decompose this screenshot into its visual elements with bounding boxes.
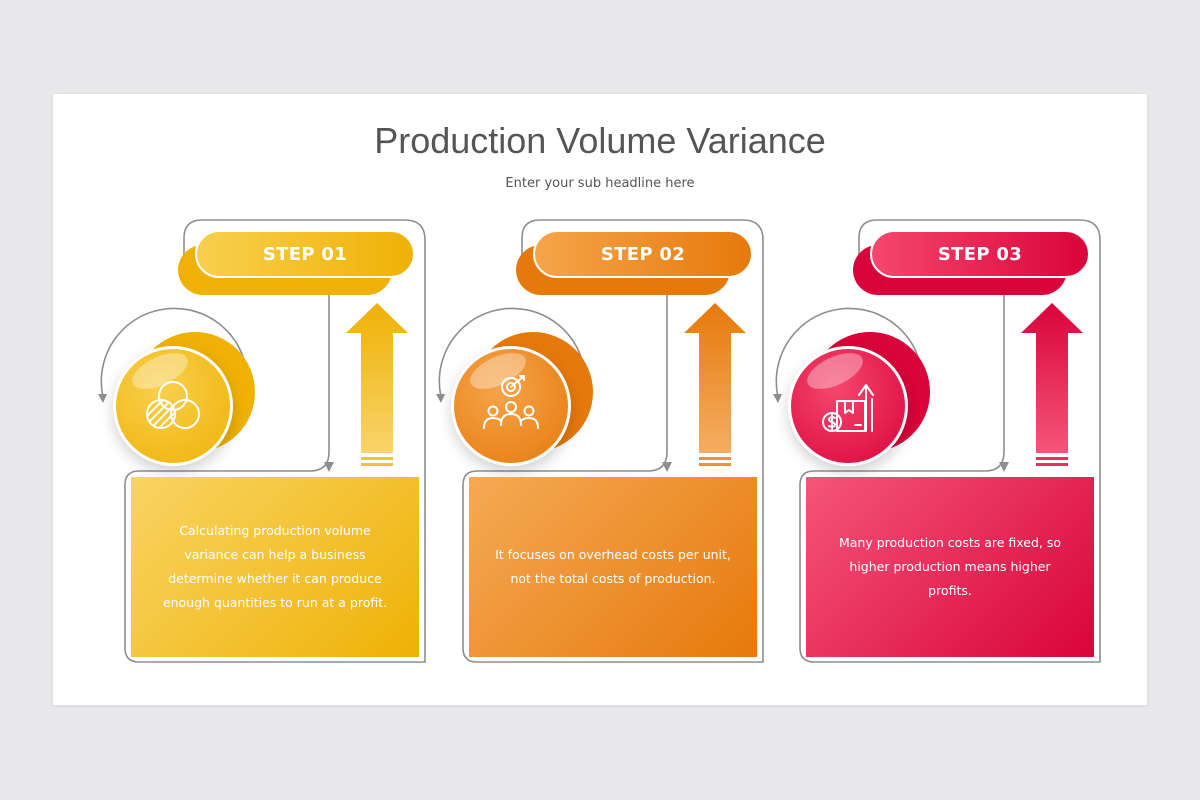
step-2-label: STEP 02 xyxy=(533,230,753,278)
step-3-icon-circle xyxy=(788,346,908,466)
step-3-up-arrow xyxy=(1021,303,1083,466)
venn-diagram-icon xyxy=(146,381,200,429)
step-1-description: Calculating production volume variance c… xyxy=(162,523,388,610)
team-target-icon xyxy=(483,375,539,429)
step-2-description-box: It focuses on overhead costs per unit, n… xyxy=(469,477,757,657)
step-1-description-box: Calculating production volume variance c… xyxy=(131,477,419,657)
step-2-up-arrow xyxy=(684,303,746,466)
page-title: Production Volume Variance xyxy=(374,120,826,161)
step-2-description: It focuses on overhead costs per unit, n… xyxy=(495,547,731,586)
step-1-label: STEP 01 xyxy=(195,230,415,278)
page-subtitle: Enter your sub headline here xyxy=(505,176,695,191)
step-1-up-arrow xyxy=(346,303,408,466)
step-3-description: Many production costs are fixed, so high… xyxy=(838,535,1062,598)
step-3-label: STEP 03 xyxy=(870,230,1090,278)
step-2-icon-circle xyxy=(451,346,571,466)
step-3-description-box: Many production costs are fixed, so high… xyxy=(806,477,1094,657)
box-dollar-growth-icon xyxy=(822,384,874,432)
step-1-icon-circle xyxy=(113,346,233,466)
